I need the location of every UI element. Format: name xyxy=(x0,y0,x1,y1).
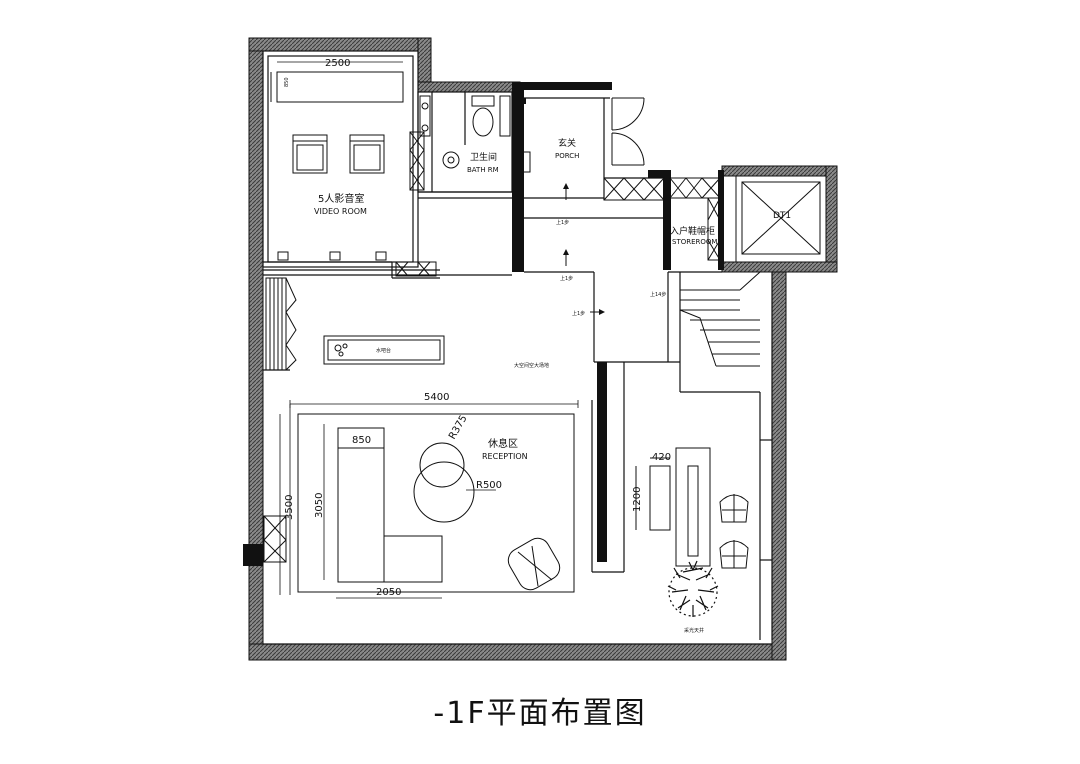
reception-rug xyxy=(297,413,575,593)
water-bar-label: 水吧台 xyxy=(376,347,391,354)
bath-zh: 卫生间 xyxy=(470,151,497,163)
video-room-zh: 5人影音室 xyxy=(318,192,364,205)
video-room-furniture xyxy=(270,71,437,277)
partition-lines xyxy=(262,50,773,645)
porch-en: PORCH xyxy=(555,152,579,160)
store-zh: 入户鞋帽柜 xyxy=(670,225,715,237)
step-note-2: 上1步 xyxy=(560,275,573,282)
l-sofa[interactable] xyxy=(337,427,443,583)
bar-width-dim: 420 xyxy=(652,452,671,463)
step-arrows xyxy=(563,183,605,315)
video-dim-850: 850 xyxy=(284,77,290,87)
bar-table xyxy=(635,447,711,567)
water-bar xyxy=(323,335,445,365)
video-dim-2500: 2500 xyxy=(325,58,350,69)
step-note-4: 上14步 xyxy=(650,291,666,298)
reception-zh: 休息区 xyxy=(488,437,518,450)
left-window xyxy=(263,277,297,563)
table-r500: R500 xyxy=(476,480,502,491)
elevator-shaft xyxy=(735,175,827,263)
bar-stools[interactable] xyxy=(719,494,749,569)
bath-en: BATH RM xyxy=(467,166,499,174)
porch-zh: 玄关 xyxy=(558,137,576,149)
table-r375: R375 xyxy=(447,413,470,441)
elevator-label: DT1 xyxy=(773,211,791,221)
porch-cabinets xyxy=(603,177,721,261)
bar-length-dim: 1200 xyxy=(632,487,643,512)
plant-note: 采光天井 xyxy=(684,627,704,634)
plant xyxy=(667,560,719,617)
coffee-tables[interactable] xyxy=(413,442,475,523)
step-note-1: 上1步 xyxy=(556,219,569,226)
bath-fixtures xyxy=(419,95,531,173)
entry-door[interactable] xyxy=(611,97,645,166)
store-en: STOREROOM xyxy=(672,238,717,246)
video-room-en: VIDEO ROOM xyxy=(314,207,367,216)
open-void-note: 大空间空大场地 xyxy=(514,362,549,369)
stair xyxy=(679,271,772,367)
reception-dimensions xyxy=(279,400,579,599)
sofa-length-dim: 3050 xyxy=(314,493,325,518)
interior-walls xyxy=(512,82,724,562)
outer-walls xyxy=(243,37,838,661)
reception-depth-dim: 3500 xyxy=(284,495,295,520)
sofa-depth-dim: 850 xyxy=(352,435,371,446)
plan-caption: -1F平面布置图 xyxy=(433,696,647,731)
lounge-chair[interactable] xyxy=(504,534,564,594)
reception-width-dim: 5400 xyxy=(424,392,449,403)
reception-en: RECEPTION xyxy=(482,452,528,461)
step-note-3: 上1步 xyxy=(572,310,585,317)
